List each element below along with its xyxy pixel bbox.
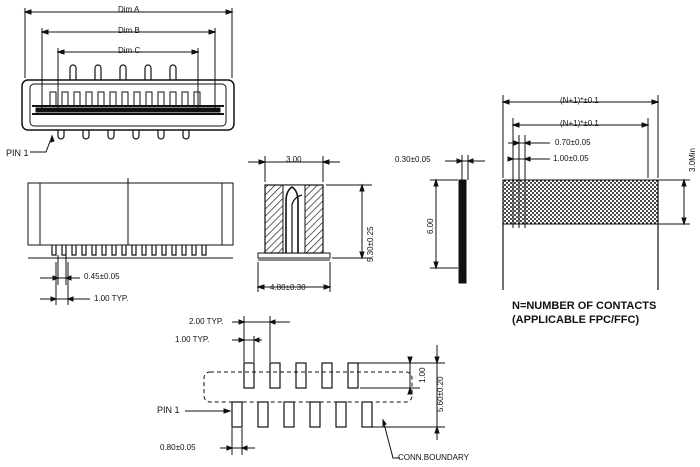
typ-100-side-label: 1.00 TYP. [94,294,129,303]
thickness-030-label: 0.30±0.05 [395,155,431,164]
dim-b-label: Dim B [118,26,140,35]
fp-080-label: 0.80±0.05 [160,443,196,452]
min-30-label: 3.0Min [688,147,697,172]
n1-top-label: (N+1)*±0.1 [560,96,599,105]
pin1-fp-label: PIN 1 [157,405,180,415]
conn-boundary-label: CONN.BOUNDARY [398,453,469,462]
note-line-2: (APPLICABLE FPC/FFC) [512,314,640,326]
fp-100-label: 1.00 [418,367,427,383]
side-view [27,178,234,305]
d-100-label: 1.00±0.05 [553,154,589,163]
pitch-045-label: 0.45±0.05 [84,272,120,281]
fp-560-label: 5.60±0.20 [436,376,445,412]
width-480-label: 4.80±0.30 [270,283,306,292]
typ-100-fp-label: 1.00 TYP. [175,335,210,344]
section-view [248,156,372,292]
footprint-view [185,316,445,459]
fpc-top-view [501,95,690,290]
fpc-side-view [430,155,485,284]
note-line-1: N=NUMBER OF CONTACTS [512,300,657,312]
pin1-top-label: PIN 1 [6,148,29,158]
height-600-label: 6.00 [426,218,435,234]
dim-c-label: Dim C [118,46,141,55]
typ-200-label: 2.00 TYP. [189,317,224,326]
dim-a-label: Dim A [118,5,140,14]
top-view [21,8,235,153]
n1-mid-label: (N+1)*±0.1 [560,119,599,128]
height-530-label: 5.30±0.25 [366,226,375,262]
width-300-label: 3.00 [286,155,302,164]
d-070-label: 0.70±0.05 [555,138,591,147]
